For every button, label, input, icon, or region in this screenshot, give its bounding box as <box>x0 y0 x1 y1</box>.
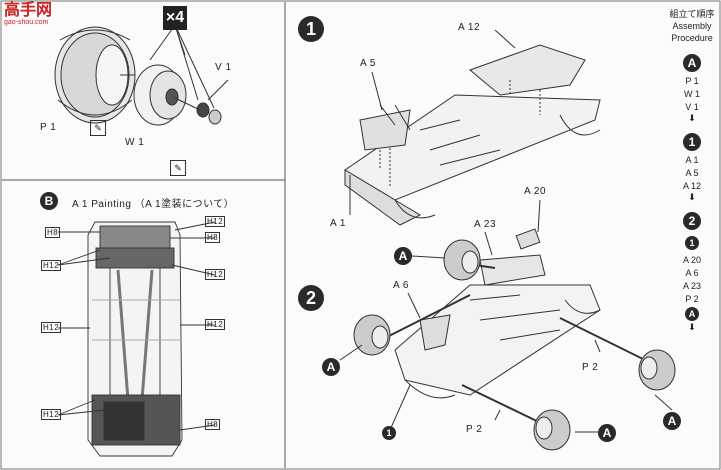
callout-step-1: 1 <box>382 426 396 440</box>
part-label-cap: V 1 <box>215 62 232 73</box>
quantity-badge: ×4 <box>163 6 187 30</box>
part-label-p2: P 2 <box>582 362 599 373</box>
procedure-end-arrow: ⬇ <box>664 323 720 332</box>
paint-code-h8: H8 <box>205 419 221 430</box>
paint-code-h12: H12 <box>205 269 226 280</box>
part-label-a23: A 23 <box>474 219 497 230</box>
callout-a: A <box>663 412 681 430</box>
procedure-end-a: A <box>685 307 699 321</box>
down-arrow-icon: ⬇ <box>688 113 696 123</box>
paint-code-h12: H12 <box>205 216 226 227</box>
cement-icon: ✎ <box>170 160 186 176</box>
step1-chassis <box>344 29 601 226</box>
procedure-item: A 12 <box>682 181 702 191</box>
step2-chassis <box>339 199 676 451</box>
callout-a: A <box>394 247 412 265</box>
procedure-item: P 2 <box>685 294 699 304</box>
procedure-list-2: A 20 A 6 A 23 P 2 <box>664 254 720 306</box>
step-2-badge: 2 <box>298 285 324 311</box>
procedure-item: P 1 <box>685 76 699 86</box>
watermark-logo: 高手网 gao-shou.com <box>4 2 74 28</box>
callout-a: A <box>322 358 340 376</box>
procedure-item: A 20 <box>682 255 702 265</box>
part-label-a6: A 6 <box>393 280 409 291</box>
paint-code-h8: H8 <box>205 232 221 243</box>
procedure-title-jp: 組立て順序 <box>669 9 715 19</box>
procedure-list-1: A 1 A 5 A 12 ⬇ <box>664 154 720 202</box>
procedure-substep-1: 1 <box>685 236 699 250</box>
procedure-list-a: P 1 W 1 V 1 ⬇ <box>664 75 720 123</box>
procedure-item: A 6 <box>685 268 699 278</box>
procedure-item: A 23 <box>682 281 702 291</box>
procedure-title-en: Procedure <box>671 33 713 43</box>
procedure-title-en: Assembly <box>672 21 712 31</box>
procedure-step-1: 1 <box>683 133 701 151</box>
procedure-step-a: A <box>683 54 701 72</box>
cap-drawing <box>196 79 229 125</box>
section-b-badge: B <box>40 192 58 210</box>
assembly-procedure-sidebar: 組立て順序 Assembly Procedure <box>664 8 720 44</box>
procedure-step-2: 2 <box>683 212 701 230</box>
logo-url: gao-shou.com <box>4 19 49 26</box>
down-arrow-icon: ⬇ <box>688 322 696 332</box>
part-label-p2: P 2 <box>466 424 483 435</box>
wheel-drawing <box>120 64 187 126</box>
logo-text: 高手网 <box>4 2 53 19</box>
procedure-item: A 5 <box>685 168 699 178</box>
procedure-item: A 1 <box>685 155 699 165</box>
paint-code-h12: H12 <box>205 319 226 330</box>
part-label-tire: P 1 <box>40 122 57 133</box>
section-b-title: A 1 Painting （A 1塗装について） <box>72 199 235 210</box>
step-1-badge: 1 <box>298 16 324 42</box>
chassis-top-view <box>57 221 216 457</box>
paint-code-h12: H12 <box>41 409 62 420</box>
part-label-a5: A 5 <box>360 58 376 69</box>
part-label-a12: A 12 <box>458 22 481 33</box>
paint-code-h12: H12 <box>41 260 62 271</box>
down-arrow-icon: ⬇ <box>688 192 696 202</box>
part-label-a1: A 1 <box>330 218 346 229</box>
part-label-a20: A 20 <box>524 186 547 197</box>
tire-drawing <box>54 26 136 124</box>
callout-a: A <box>598 424 616 442</box>
paint-code-h8: H8 <box>45 227 61 238</box>
procedure-item: V 1 <box>685 102 699 112</box>
cement-icon: ✎ <box>90 120 106 136</box>
part-label-wheel: W 1 <box>125 137 145 148</box>
procedure-item: W 1 <box>683 89 700 99</box>
paint-code-h12: H12 <box>41 322 62 333</box>
